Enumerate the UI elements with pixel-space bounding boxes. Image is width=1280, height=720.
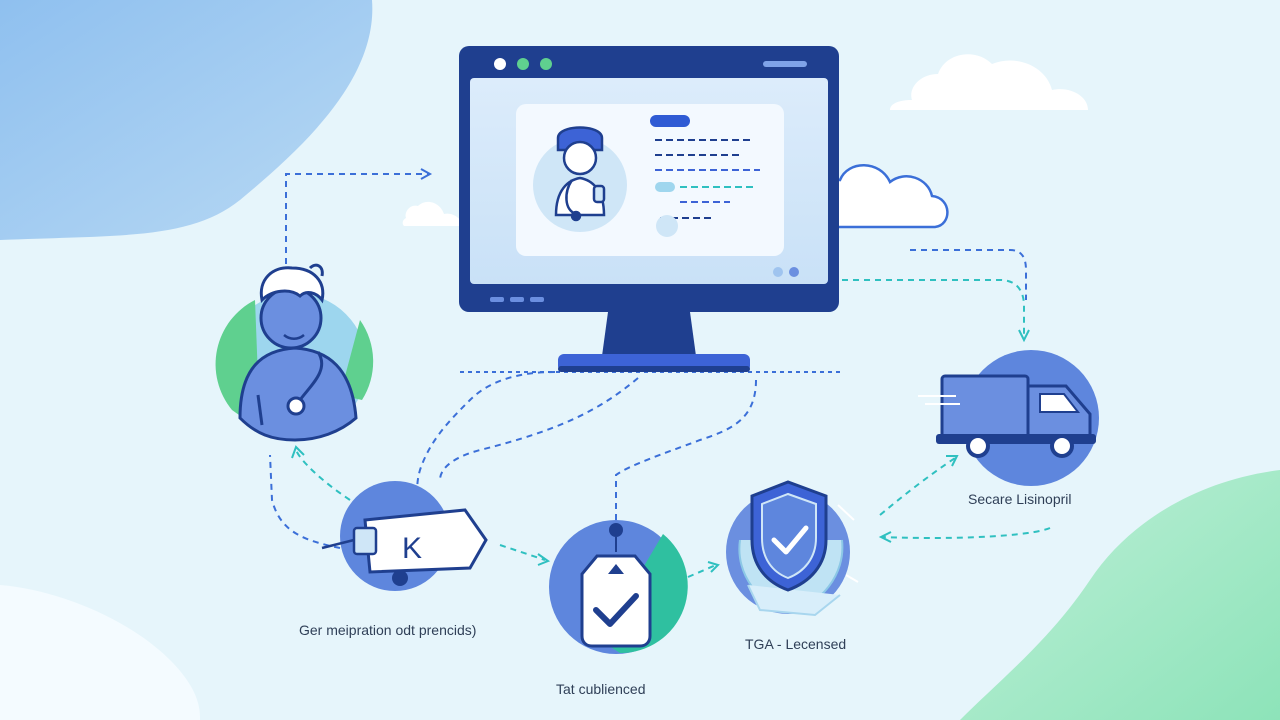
cloud-icon — [890, 54, 1088, 110]
checkmark-tag-icon — [549, 520, 688, 654]
shield-check-icon — [726, 480, 859, 617]
background-blob-top-left — [0, 0, 373, 240]
profile-card — [516, 104, 784, 256]
label-secure-lisinopril: Secare Lisinopril — [968, 491, 1072, 507]
price-tag-icon — [321, 481, 488, 591]
connector-lines — [269, 168, 1051, 578]
doctor-avatar-icon — [554, 126, 606, 222]
background-blob-bottom-left — [0, 585, 200, 720]
cloud-icon — [402, 201, 462, 226]
doctor-person-icon — [215, 263, 374, 442]
label-test-confidence: Tat cublienced — [556, 681, 646, 697]
tag-letter: K — [402, 532, 422, 565]
delivery-truck-icon — [918, 350, 1099, 486]
label-generic-prescription: Ger meipration odt prencids) — [299, 622, 477, 638]
label-tga-licensed: TGA - Lecensed — [745, 636, 847, 652]
background-blob-bottom-right — [960, 470, 1280, 720]
